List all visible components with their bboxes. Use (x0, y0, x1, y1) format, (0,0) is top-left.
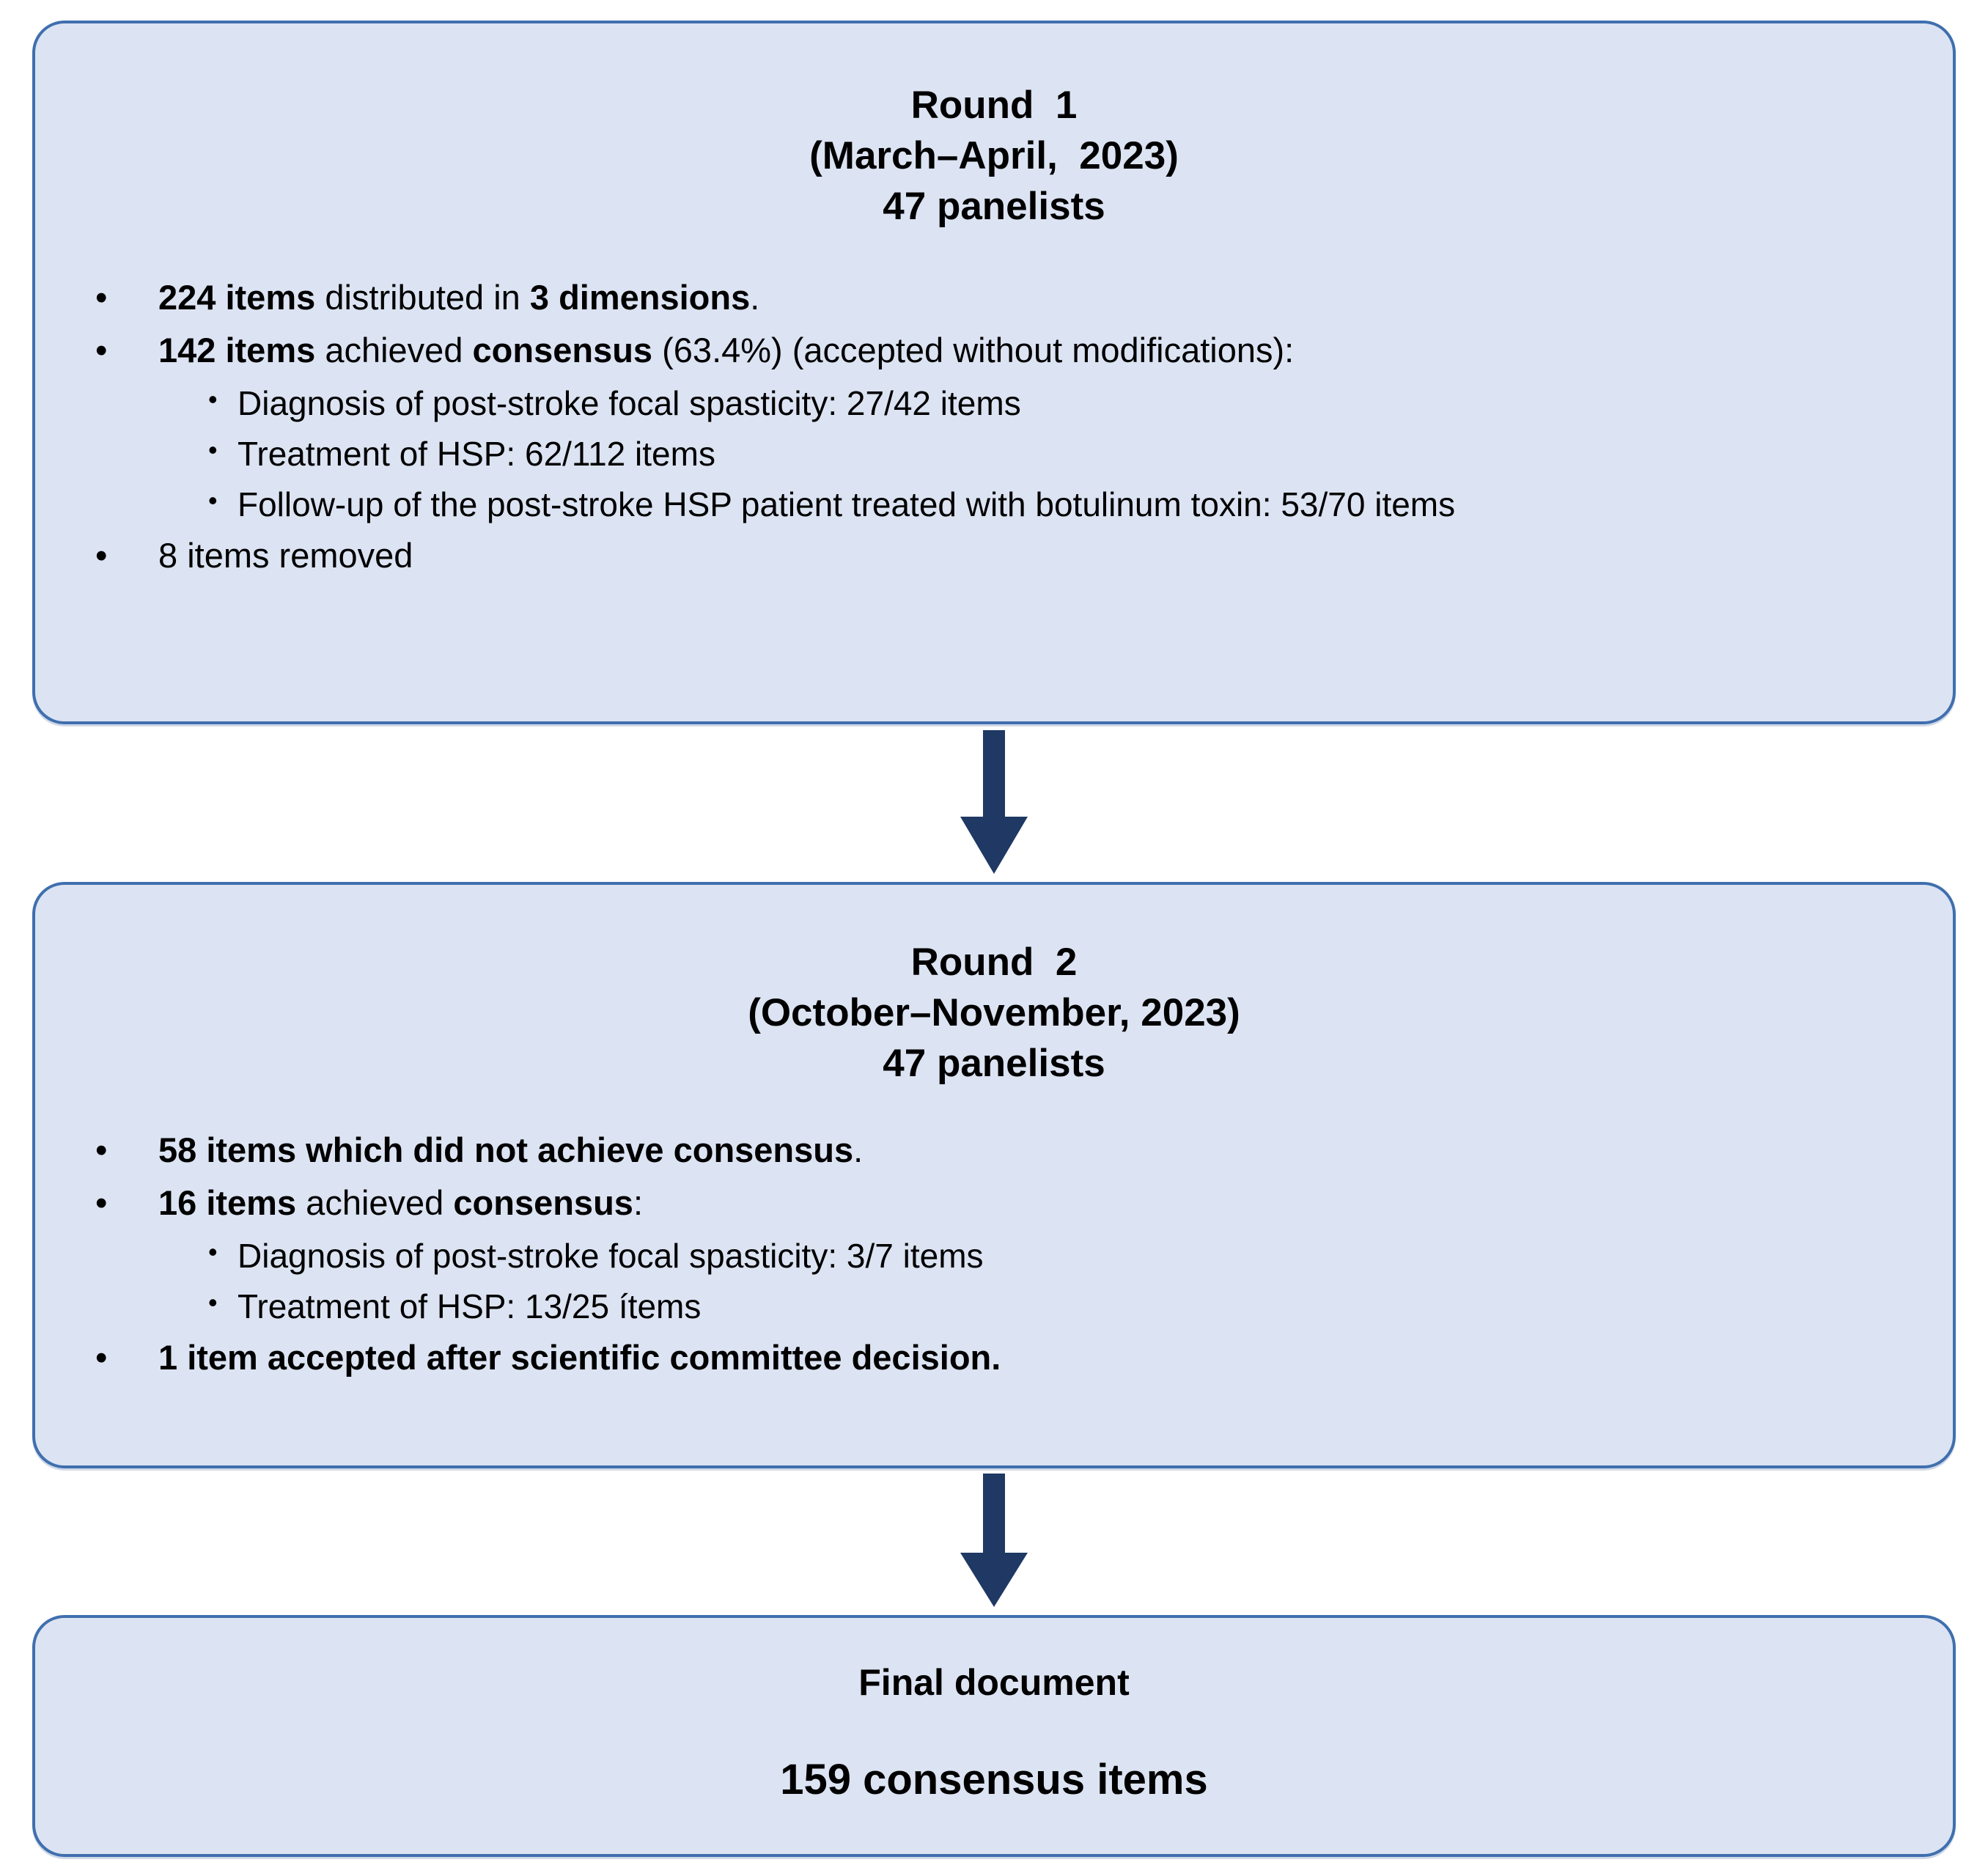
round2-heading-line-1: Round 2 (910, 941, 1078, 984)
bullet-dot-icon: • (95, 1183, 108, 1223)
round1-heading-line-3: 47 panelists (883, 184, 1105, 228)
bullet-segment: . (853, 1130, 864, 1169)
list-item-text: 142 items achieved consensus (63.4%) (ac… (158, 331, 1294, 369)
bullet-segment: 1 item accepted after scientific committ… (158, 1338, 1001, 1377)
bullet-dot-icon: • (208, 1236, 218, 1267)
bullet-segment: 16 items (158, 1183, 297, 1223)
list-item-text: 1 item accepted after scientific committ… (158, 1338, 1001, 1377)
list-item: • Diagnosis of post-stroke focal spastic… (69, 381, 1919, 426)
list-item: • Follow-up of the post-stroke HSP patie… (69, 482, 1919, 527)
bullet-segment: 224 items (158, 277, 316, 317)
bullet-segment: consensus (453, 1183, 633, 1223)
final-document-node: Final document 159 consensus items (32, 1615, 1956, 1857)
list-item: • 142 items achieved consensus (63.4%) (… (69, 328, 1919, 374)
list-item-text: Diagnosis of post-stroke focal spasticit… (238, 383, 1021, 422)
list-item-text: Diagnosis of post-stroke focal spasticit… (238, 1236, 984, 1275)
bullet-segment: 58 items which did not achieve consensus (158, 1130, 854, 1169)
bullet-segment: 142 items (158, 331, 316, 370)
bullet-dot-icon: • (95, 331, 108, 370)
list-item-text: 8 items removed (158, 536, 413, 575)
bullet-dot-icon: • (208, 383, 218, 414)
round2-sublist: • Diagnosis of post-stroke focal spastic… (69, 1234, 1919, 1329)
list-item: • 58 items which did not achieve consens… (69, 1128, 1919, 1174)
round1-heading: Round 1 (March–April, 2023) 47 panelists (69, 81, 1919, 232)
list-item-text: 58 items which did not achieve consensus… (158, 1130, 863, 1169)
final-heading: Final document (69, 1659, 1919, 1707)
round2-bullet-list: • 58 items which did not achieve consens… (69, 1128, 1919, 1381)
bullet-dot-icon: • (208, 485, 218, 516)
list-item-text: Treatment of HSP: 62/112 items (238, 434, 715, 473)
list-item-text: 224 items distributed in 3 dimensions. (158, 278, 759, 317)
round1-sublist: • Diagnosis of post-stroke focal spastic… (69, 381, 1919, 528)
final-heading-line-1: Final document (858, 1662, 1130, 1703)
bullet-dot-icon: • (208, 1287, 218, 1317)
round2-heading-line-2: (October–November, 2023) (748, 990, 1240, 1034)
list-item: • Diagnosis of post-stroke focal spastic… (69, 1234, 1919, 1279)
list-item: • 1 item accepted after scientific commi… (69, 1335, 1919, 1381)
bullet-segment: consensus (472, 331, 653, 370)
list-item: • 8 items removed (69, 533, 1919, 579)
round2-heading-line-3: 47 panelists (883, 1041, 1105, 1085)
list-item: • 16 items achieved consensus: (69, 1180, 1919, 1226)
list-item-text: Treatment of HSP: 13/25 ítems (238, 1287, 702, 1325)
bullet-dot-icon: • (95, 536, 108, 575)
bullet-dot-icon: • (208, 434, 218, 465)
bullet-dot-icon: • (95, 1338, 108, 1377)
bullet-segment: 3 dimensions (529, 277, 751, 317)
connector-round1-to-round2 (32, 724, 1956, 882)
bullet-dot-icon: • (95, 277, 108, 317)
down-arrow-icon (960, 1474, 1028, 1607)
bullet-segment: . (750, 277, 760, 317)
connector-round2-to-final (32, 1468, 1956, 1615)
round1-heading-line-1: Round 1 (910, 84, 1078, 127)
list-item-text: Follow-up of the post-stroke HSP patient… (238, 485, 1456, 524)
bullet-segment: distributed in (315, 277, 530, 317)
list-item: • Treatment of HSP: 62/112 items (69, 432, 1919, 477)
list-item-text: 16 items achieved consensus: (158, 1183, 643, 1222)
list-item: • Treatment of HSP: 13/25 ítems (69, 1284, 1919, 1329)
round1-node: Round 1 (March–April, 2023) 47 panelists… (32, 21, 1956, 724)
round2-heading: Round 2 (October–November, 2023) 47 pane… (69, 938, 1919, 1089)
list-item: • 224 items distributed in 3 dimensions. (69, 275, 1919, 321)
round1-heading-line-2: (March–April, 2023) (809, 133, 1179, 177)
bullet-segment: achieved (296, 1183, 454, 1223)
bullet-dot-icon: • (95, 1130, 108, 1169)
bullet-segment: achieved (315, 331, 473, 370)
bullet-segment: (63.4%) (accepted without modifications)… (652, 331, 1295, 370)
round2-node: Round 2 (October–November, 2023) 47 pane… (32, 882, 1956, 1468)
final-consensus-total: 159 consensus items (780, 1756, 1208, 1803)
round1-bullet-list: • 224 items distributed in 3 dimensions.… (69, 275, 1919, 579)
bullet-segment: : (633, 1183, 643, 1223)
down-arrow-icon (960, 729, 1028, 874)
